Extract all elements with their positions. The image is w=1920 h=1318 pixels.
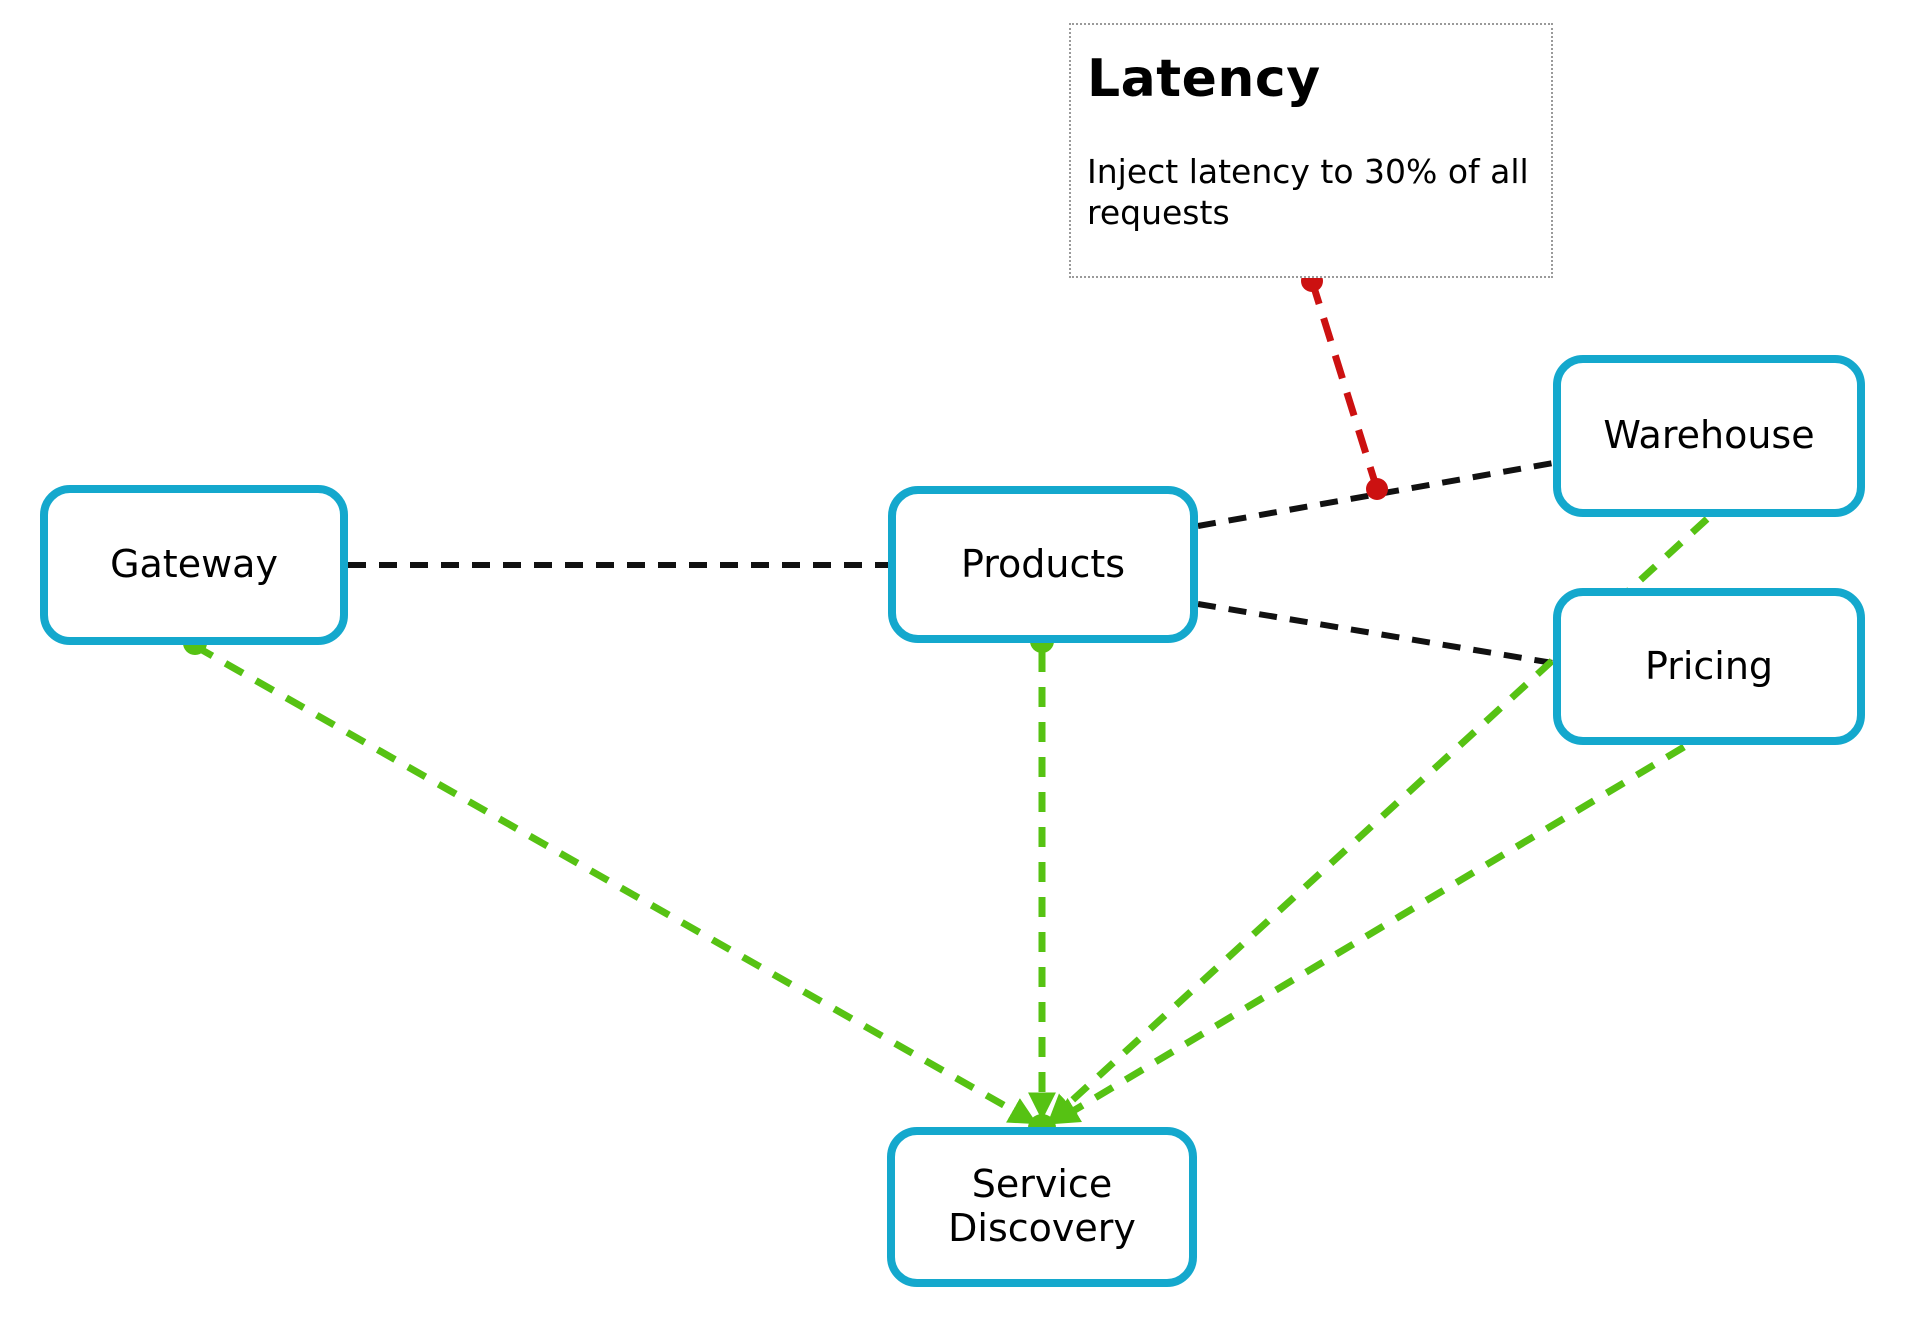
- node-gateway-label: Gateway: [110, 542, 278, 587]
- latency-fault-note[interactable]: Latency Inject latency to 30% of all req…: [1069, 23, 1553, 278]
- node-warehouse[interactable]: Warehouse: [1553, 355, 1865, 517]
- node-service-discovery[interactable]: Service Discovery: [887, 1127, 1197, 1287]
- node-pricing-label: Pricing: [1644, 643, 1774, 688]
- edge-pricing-service-discovery: [1050, 743, 1686, 1125]
- node-gateway[interactable]: Gateway: [40, 485, 348, 645]
- fault-target-dot[interactable]: [1366, 478, 1388, 500]
- node-service-discovery-label: Service Discovery: [948, 1162, 1136, 1250]
- note-body: Inject latency to 30% of all requests: [1087, 152, 1529, 233]
- node-pricing[interactable]: Pricing: [1553, 588, 1865, 745]
- edge-latency-note-link-products-warehouse[interactable]: [1308, 279, 1381, 491]
- node-products[interactable]: Products: [888, 486, 1198, 643]
- note-title: Latency: [1087, 49, 1321, 109]
- node-warehouse-label: Warehouse: [1603, 413, 1815, 458]
- node-products-label: Products: [960, 541, 1126, 586]
- edge-products-pricing: [1197, 601, 1554, 666]
- edge-gateway-service-discovery: [193, 642, 1038, 1125]
